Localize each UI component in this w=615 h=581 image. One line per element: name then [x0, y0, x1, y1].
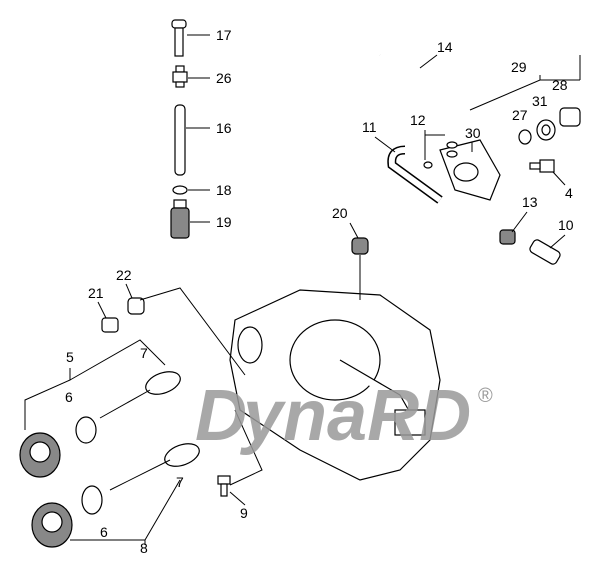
label-7b: 7 [176, 474, 184, 490]
label-13: 13 [522, 194, 538, 210]
label-8: 8 [140, 540, 148, 556]
part-8-oil-cap [31, 502, 73, 548]
label-11: 11 [362, 119, 377, 135]
watermark-logo: DynaRD [195, 376, 471, 456]
label-29: 29 [511, 59, 527, 75]
part-6-oring-2 [81, 485, 103, 515]
label-6: 6 [65, 389, 73, 405]
label-16: 16 [216, 120, 232, 136]
label-7: 7 [140, 345, 148, 361]
part-17-fitting [171, 19, 187, 57]
registered-mark: ® [478, 385, 493, 407]
part-18-ring [172, 185, 188, 195]
part-21-plug [101, 317, 119, 333]
label-17: 17 [216, 27, 232, 43]
label-14: 14 [437, 39, 453, 55]
part-16-hose [174, 104, 186, 176]
label-19: 19 [216, 214, 232, 230]
label-27: 27 [512, 107, 528, 123]
part-13-bushing [499, 229, 516, 245]
part-31-seal [536, 119, 556, 141]
label-31: 31 [532, 93, 548, 109]
part-20-grommet [351, 237, 369, 255]
label-9: 9 [240, 505, 248, 521]
part-6-oring [75, 416, 97, 444]
crankcase-housing [229, 289, 441, 481]
part-4-screw [529, 159, 555, 173]
label-6b: 6 [100, 524, 108, 540]
label-26: 26 [216, 70, 232, 86]
part-19-filter [170, 199, 190, 239]
label-12: 12 [410, 112, 426, 128]
label-30: 30 [465, 125, 481, 141]
part-26-connector [172, 65, 188, 88]
part-10-pin [529, 239, 561, 265]
label-22: 22 [116, 267, 132, 283]
label-21: 21 [88, 285, 104, 301]
label-20: 20 [332, 205, 348, 221]
label-5: 5 [66, 349, 74, 365]
part-22-bushing [127, 297, 145, 315]
part-7-dipstick [99, 371, 181, 419]
part-7-dipstick-2 [109, 443, 200, 491]
label-10: 10 [558, 217, 574, 233]
part-5-oil-cap [19, 432, 61, 478]
part-9-screw [217, 475, 231, 497]
part-27-washer [518, 129, 532, 145]
part-28-gear [559, 107, 581, 127]
label-4: 4 [565, 185, 573, 201]
label-18: 18 [216, 182, 232, 198]
label-28: 28 [552, 77, 568, 93]
